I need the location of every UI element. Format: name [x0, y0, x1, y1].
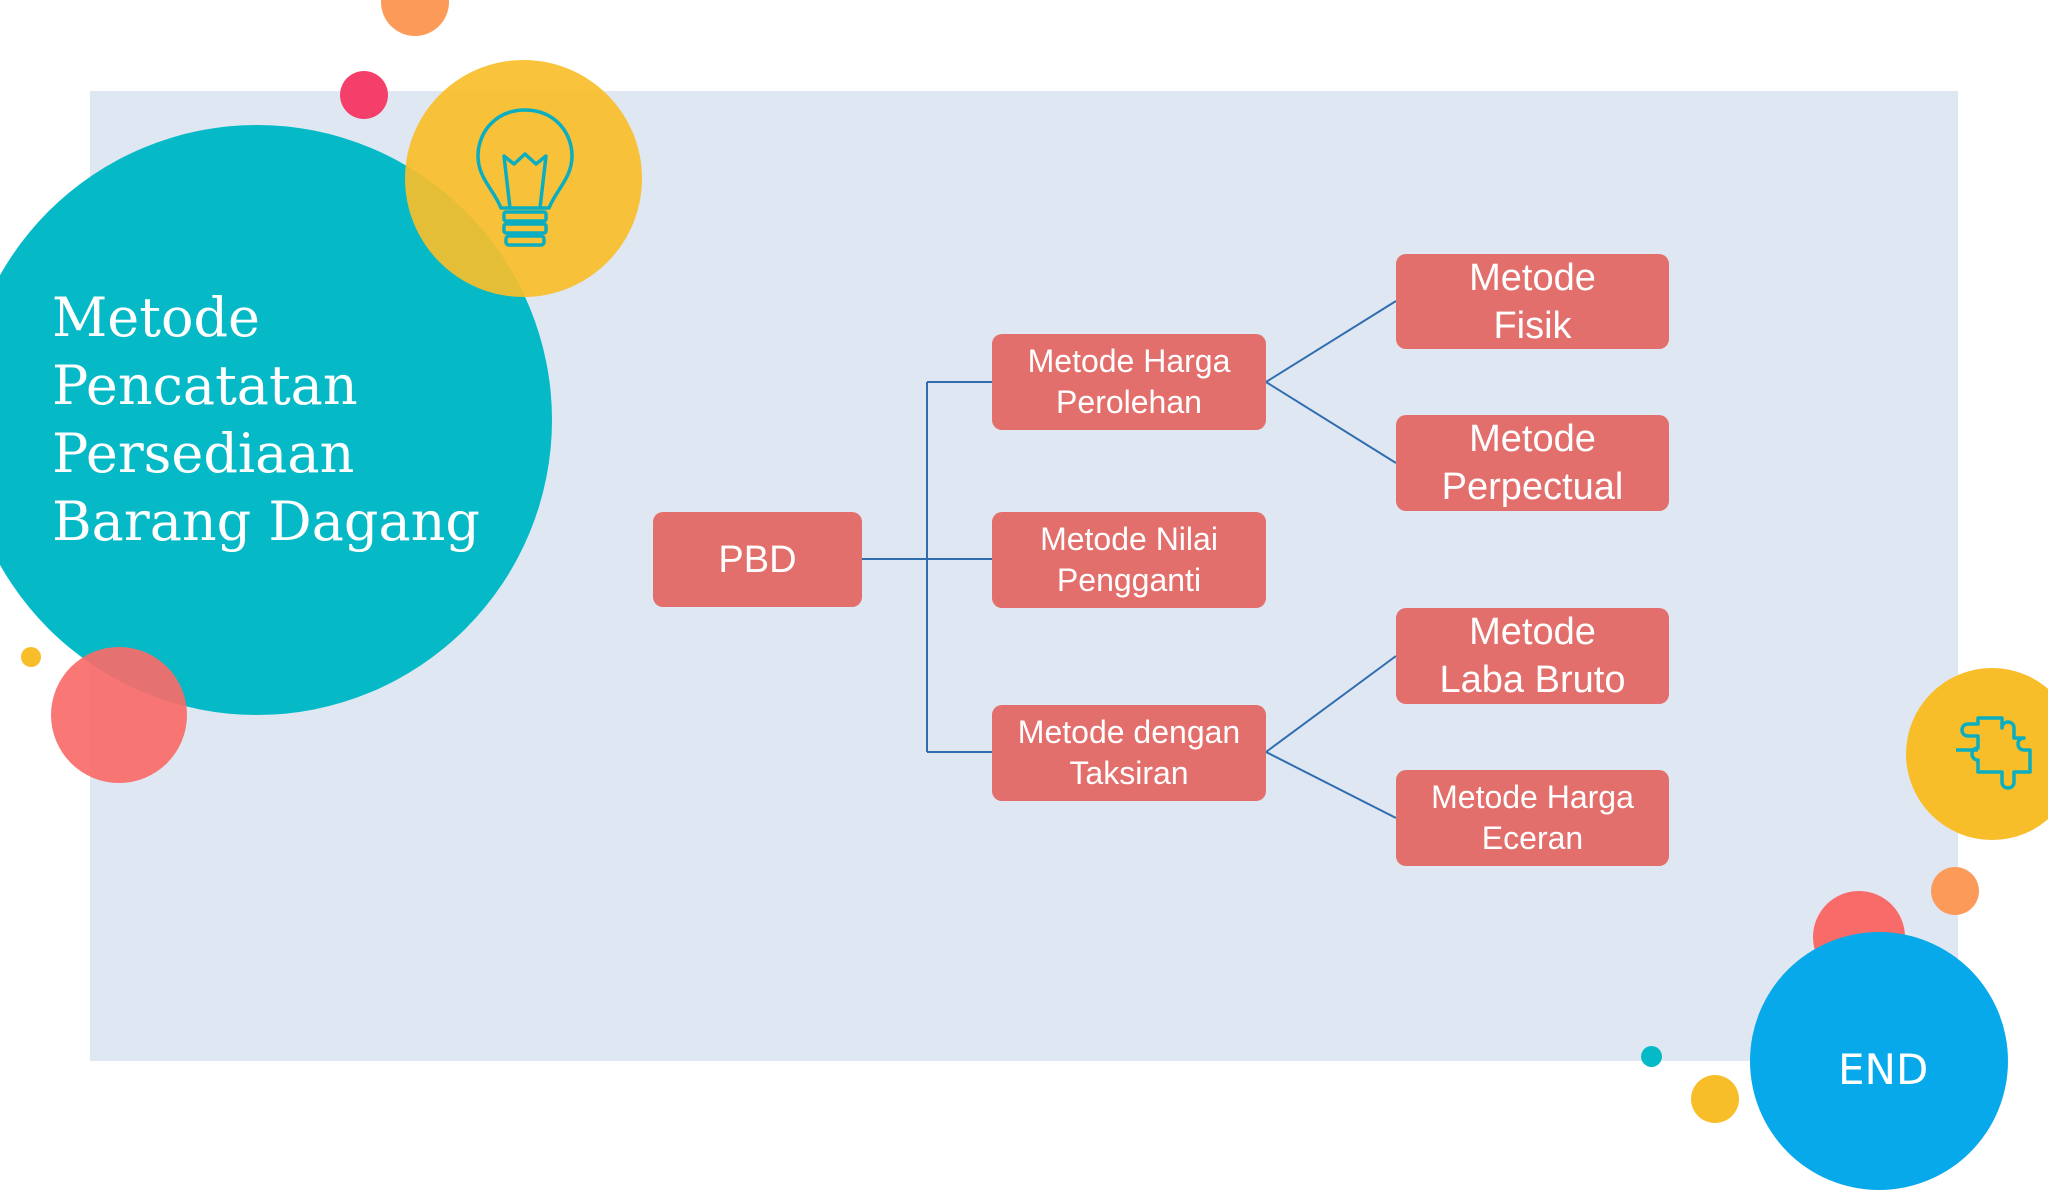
node-harga-perolehan: Metode Harga Perolehan — [992, 334, 1266, 430]
connector-leaf-4 — [1265, 751, 1397, 819]
teal-tiny-dot — [1641, 1046, 1662, 1067]
end-button-label[interactable]: END — [1838, 1045, 1929, 1094]
node-dengan-taksiran: Metode dengan Taksiran — [992, 705, 1266, 801]
node-nilai-pengganti: Metode Nilai Pengganti — [992, 512, 1266, 608]
node-fisik: Metode Fisik — [1396, 254, 1669, 349]
yellow-tiny-dot — [21, 647, 41, 667]
node-harga-eceran: Metode Harga Eceran — [1396, 770, 1669, 866]
puzzle-icon — [1956, 716, 2032, 790]
lightbulb-icon — [476, 108, 574, 247]
end-circle[interactable] — [1750, 932, 2008, 1190]
node-perpectual: Metode Perpectual — [1396, 415, 1669, 511]
orange-right-circle — [1931, 867, 1979, 915]
yellow-bottom-circle — [1691, 1075, 1739, 1123]
connector-leaf-3 — [1265, 655, 1397, 753]
node-root: PBD — [653, 512, 862, 607]
node-laba-bruto: Metode Laba Bruto — [1396, 608, 1669, 704]
slide-title: Metode Pencatatan Persediaan Barang Daga… — [52, 286, 480, 553]
yellow-bulb-circle — [405, 60, 642, 297]
coral-left-circle — [51, 647, 187, 783]
diagram-connectors — [862, 300, 1397, 819]
pink-small-circle — [340, 71, 388, 119]
connector-leaf-1 — [1265, 300, 1397, 383]
yellow-right-circle — [1906, 668, 2048, 840]
connector-leaf-2 — [1265, 381, 1397, 464]
